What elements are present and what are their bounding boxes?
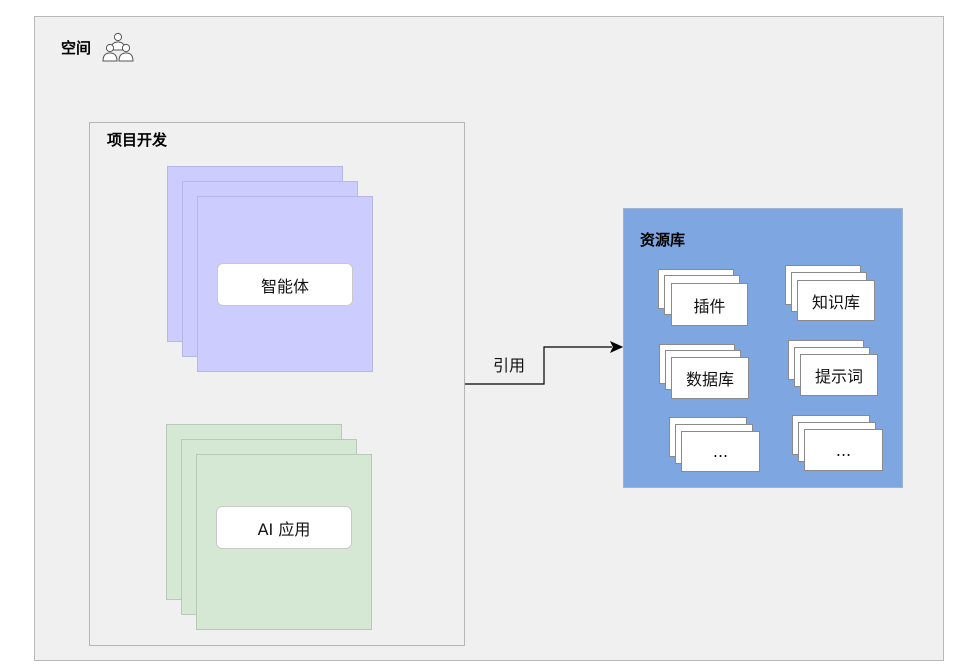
knowledge-label: 知识库 <box>811 292 860 312</box>
app-label: AI 应用 <box>257 519 311 539</box>
users-group-icon <box>101 30 137 64</box>
database-card[interactable]: 数据库 <box>671 357 749 399</box>
more-card-right[interactable]: ... <box>804 429 883 471</box>
database-label: 数据库 <box>685 370 734 389</box>
app-label-box[interactable]: AI 应用 <box>216 506 352 549</box>
repository-title: 资源库 <box>640 231 686 249</box>
space-title: 空间 <box>61 39 92 57</box>
prompt-card[interactable]: 提示词 <box>800 354 878 396</box>
agent-label-box[interactable]: 智能体 <box>217 263 353 306</box>
agent-label: 智能体 <box>260 276 309 296</box>
arrowhead-icon <box>609 340 624 354</box>
more-label-right: ... <box>835 440 852 460</box>
more-label-left: ... <box>712 442 729 461</box>
more-card-left[interactable]: ... <box>681 431 760 472</box>
plugin-label: 插件 <box>693 296 726 316</box>
project-title: 项目开发 <box>107 131 168 149</box>
prompt-label: 提示词 <box>814 367 863 386</box>
knowledge-card[interactable]: 知识库 <box>797 280 875 321</box>
connector-line <box>465 346 612 385</box>
plugin-card[interactable]: 插件 <box>671 283 748 326</box>
connector-label: 引用 <box>493 356 526 375</box>
